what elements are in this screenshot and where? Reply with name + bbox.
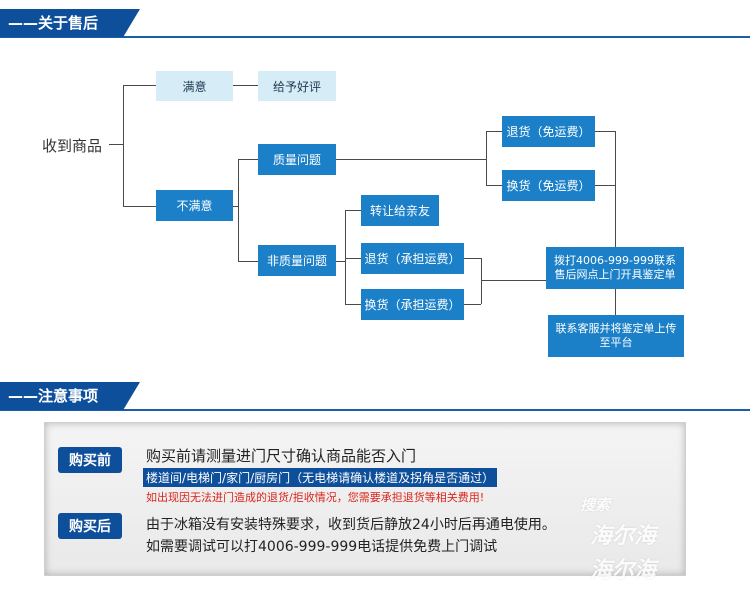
watermark-line2: 海尔海 (590, 558, 657, 583)
connector (123, 85, 156, 86)
badge-after-purchase: 购买后 (58, 513, 122, 539)
before-purchase-highlight: 楼道间/电梯门/家门/厨房门（无电梯请确认楼道及拐角是否通过） (143, 468, 498, 487)
flow-transfer: 转让给亲友 (361, 195, 439, 226)
flow-call-service: 拨打4006-999-999联系 售后网点上门开具鉴定单 (546, 247, 684, 289)
flow-call-line2: 售后网点上门开具鉴定单 (554, 268, 676, 281)
connector (336, 159, 486, 160)
flow-satisfied: 满意 (156, 71, 233, 101)
connector (481, 280, 546, 281)
connector (233, 206, 238, 207)
flow-call-line1: 拨打4006-999-999联系 (554, 254, 676, 267)
connector (345, 210, 361, 211)
connector (238, 159, 239, 261)
before-purchase-warning: 如出现因无法进门造成的退货/拒收情况，您需要承担退货等相关费用! (146, 491, 485, 504)
flow-upload-line2: 至平台 (599, 336, 633, 349)
flow-upload-report: 联系客服并将鉴定单上传 至平台 (548, 315, 684, 357)
notice-panel (44, 422, 686, 576)
connector (233, 85, 258, 86)
section-divider (0, 409, 750, 411)
connector (238, 261, 258, 262)
watermark-search: 搜索 (580, 496, 611, 514)
after-purchase-text-1: 由于冰箱没有安装特殊要求，收到货后静放24小时后再通电使用。 (146, 517, 556, 533)
connector (345, 210, 346, 305)
connector (615, 289, 616, 315)
connector (595, 131, 615, 132)
flow-exchange-free: 换货（免运费） (502, 170, 595, 201)
connector (595, 185, 615, 186)
flow-root: 收到商品 (42, 137, 103, 155)
flow-upload-line1: 联系客服并将鉴定单上传 (555, 322, 677, 335)
section-divider (0, 36, 750, 38)
flow-return-free: 退货（免运费） (502, 116, 595, 147)
before-purchase-text: 购买前请测量进门尺寸确认商品能否入门 (146, 447, 417, 465)
badge-before-purchase: 购买前 (58, 447, 122, 473)
connector (336, 261, 345, 262)
section-title-after-sales: ——关于售后 (0, 9, 140, 37)
connector (481, 258, 482, 304)
connector (486, 131, 487, 185)
connector (345, 258, 361, 259)
flow-quality-issue: 质量问题 (258, 144, 336, 175)
connector (123, 206, 156, 207)
connector (109, 144, 123, 145)
watermark-line1: 海尔海 (590, 524, 657, 549)
connector (464, 258, 481, 259)
after-purchase-text-2: 如需要调试可以打4006-999-999电话提供免费上门调试 (146, 539, 498, 555)
flow-exchange-paid: 换货（承担运费） (361, 289, 464, 320)
flow-unsatisfied: 不满意 (156, 190, 233, 221)
connector (615, 158, 616, 247)
flow-good-review: 给予好评 (258, 71, 336, 101)
flow-non-quality-issue: 非质量问题 (258, 245, 336, 276)
flow-return-paid: 退货（承担运费） (361, 243, 464, 274)
connector (486, 185, 502, 186)
connector (464, 304, 481, 305)
connector (486, 131, 502, 132)
section-title-notes: ——注意事项 (0, 382, 140, 410)
connector (345, 304, 361, 305)
connector (123, 85, 124, 206)
connector (238, 159, 258, 160)
